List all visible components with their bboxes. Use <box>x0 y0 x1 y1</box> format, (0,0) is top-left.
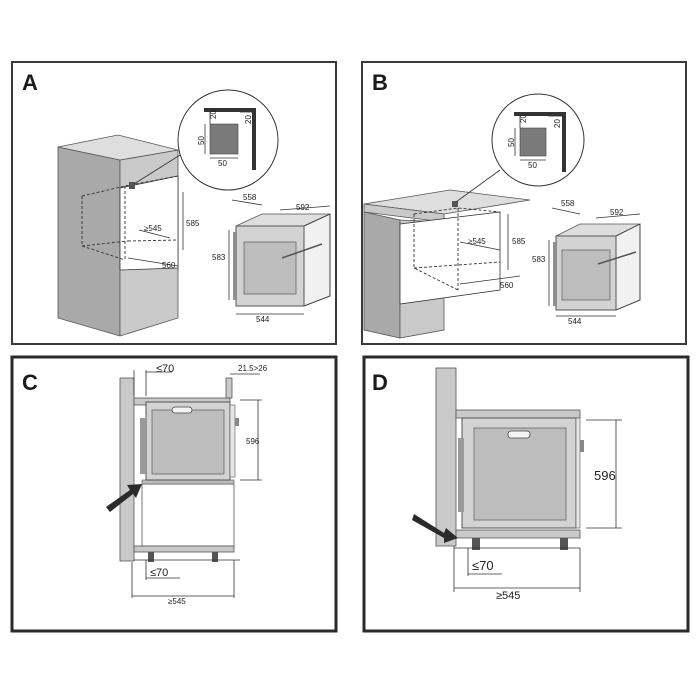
panel-a-oven-depth: 558 <box>243 193 257 202</box>
panel-c: C ≤70 21.5>26 <box>10 355 338 633</box>
panel-c-depth: ≥545 <box>168 597 186 606</box>
panel-a-dim-width: 560 <box>162 261 176 270</box>
panel-b-vent-gap-side: 20 <box>553 119 562 128</box>
panel-d-letter: D <box>372 370 388 395</box>
panel-b-oven-height: 583 <box>532 255 546 264</box>
panel-a-letter: A <box>22 70 38 95</box>
panel-a: A ≥545 585 560 <box>11 61 337 345</box>
panel-b-oven-depth: 558 <box>561 199 575 208</box>
panel-c-cabinet <box>119 377 235 562</box>
panel-a-niche-dims: ≥545 585 560 <box>127 192 200 270</box>
panel-a-vent-callout: 20 20 50 50 <box>177 89 279 191</box>
panel-a-vent-notch <box>129 182 135 189</box>
panel-b-cabinet <box>363 169 531 339</box>
panel-a-vent-width: 50 <box>218 159 227 168</box>
panel-a-oven-width: 544 <box>256 315 270 324</box>
panel-a-oven-width-top: 592 <box>296 203 310 212</box>
panel-b-letter: B <box>372 70 388 95</box>
panel-b-dim-depth: ≥545 <box>468 237 486 246</box>
panel-a-vent-gap-top: 20 <box>209 110 218 119</box>
panel-b-vent-callout: 20 20 50 50 <box>491 93 585 187</box>
panel-a-oven-height: 583 <box>212 253 226 262</box>
panel-b-dim-height: 585 <box>512 237 526 246</box>
panel-c-dims: ≤70 21.5>26 596 ≤70 ≥545 <box>131 363 268 606</box>
panel-d-arrow <box>412 514 458 543</box>
panel-a-oven: 558 592 583 544 <box>212 193 331 324</box>
panel-c-gap-top: ≤70 <box>156 363 174 375</box>
panel-d-height: 596 <box>594 468 616 483</box>
panel-d-dims: 596 ≤70 ≥545 <box>453 419 622 602</box>
panel-d-cabinet <box>435 367 581 550</box>
panel-d-depth: ≥545 <box>496 590 520 602</box>
panel-b: B ≥545 585 560 <box>361 61 687 345</box>
panel-a-dim-depth: ≥545 <box>144 224 162 233</box>
panel-a-cabinet <box>57 134 189 337</box>
panel-b-oven-width: 544 <box>568 317 582 326</box>
panel-c-oven <box>140 401 239 481</box>
panel-d-gap-bottom: ≤70 <box>472 558 494 573</box>
panel-b-dim-width: 560 <box>500 281 514 290</box>
panel-a-vent-gap-side: 20 <box>244 115 253 124</box>
panel-a-vent-height: 50 <box>197 136 206 145</box>
panel-d: D 596 ≤70 <box>362 355 690 633</box>
panel-c-height: 596 <box>246 437 260 446</box>
panel-d-oven <box>458 417 584 529</box>
panel-c-arrow <box>106 484 142 512</box>
panel-c-letter: C <box>22 370 38 395</box>
panel-b-vent-notch <box>452 201 458 207</box>
panel-b-oven-width-top: 592 <box>610 208 624 217</box>
panel-a-dim-height: 585 <box>186 219 200 228</box>
panel-b-vent-height: 50 <box>507 138 516 147</box>
panel-c-gap-bottom: ≤70 <box>150 567 168 579</box>
panel-b-oven: 558 592 583 544 <box>532 199 641 326</box>
panel-b-niche-dims: ≥545 585 560 <box>459 214 526 290</box>
panel-b-vent-width: 50 <box>528 161 537 170</box>
panel-b-vent-gap-top: 20 <box>519 114 528 123</box>
panel-c-gap-right: 21.5>26 <box>238 364 268 373</box>
